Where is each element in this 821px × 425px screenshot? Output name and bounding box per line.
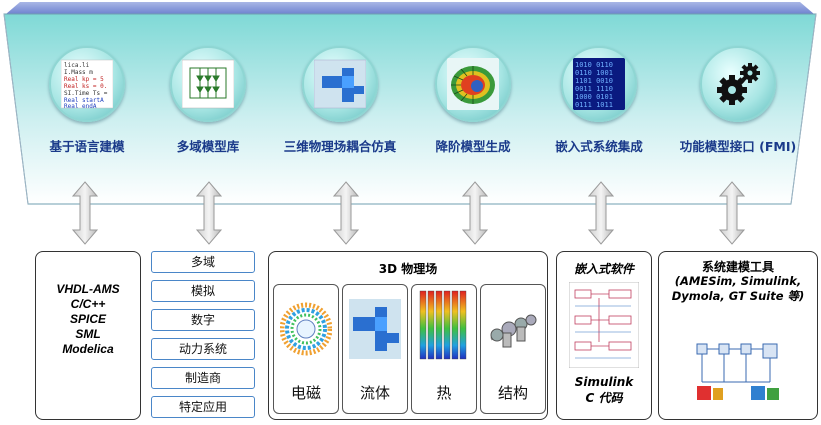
svg-text:0110 1001: 0110 1001 bbox=[575, 69, 613, 77]
field-label: 电磁 bbox=[290, 384, 321, 402]
domain-item: 特定应用 bbox=[151, 396, 255, 418]
feature-label: 基于语言建模 bbox=[49, 139, 125, 154]
gears-icon bbox=[717, 63, 760, 105]
domain-item: 数字 bbox=[151, 309, 255, 331]
language-item: SML bbox=[75, 327, 101, 341]
system-model-diagram-icon bbox=[689, 336, 787, 406]
field-label: 热 bbox=[436, 384, 452, 402]
embedded-foot-line1: Simulink bbox=[574, 375, 634, 389]
svg-text:Real startA: Real startA bbox=[64, 97, 104, 104]
field-thermal: 热 bbox=[411, 284, 477, 414]
feature-multidomain-library: 多域模型库 bbox=[143, 46, 273, 155]
domain-item: 制造商 bbox=[151, 367, 255, 389]
tools-list-line2: Dymola, GT Suite 等) bbox=[671, 289, 805, 303]
language-item: C/C++ bbox=[70, 297, 106, 311]
svg-text:SI.Time Ts =: SI.Time Ts = bbox=[64, 90, 108, 97]
domain-list: 多域 模拟 数字 动力系统 制造商 特定应用 bbox=[151, 251, 255, 425]
svg-text:Real ks = 0.: Real ks = 0. bbox=[64, 83, 107, 90]
crankshaft-icon bbox=[490, 314, 537, 348]
feature-embedded-integration: 1010 0110 0110 1001 1101 0010 0011 1110 … bbox=[534, 46, 664, 155]
double-arrow-icon bbox=[462, 181, 488, 245]
svg-text:I.Mass m: I.Mass m bbox=[64, 69, 93, 76]
double-arrow-icon bbox=[333, 181, 359, 245]
embedded-foot-line2: C 代码 bbox=[585, 391, 623, 405]
embedded-title: 嵌入式软件 bbox=[573, 262, 634, 276]
3d-physics-box: 3D 物理场 电磁 流体 bbox=[268, 251, 548, 420]
feature-label: 三维物理场耦合仿真 bbox=[283, 139, 397, 154]
svg-text:1000 0101: 1000 0101 bbox=[575, 93, 613, 101]
language-item: SPICE bbox=[69, 312, 106, 326]
circuit-schematic-icon bbox=[182, 59, 234, 109]
3d-physics-title: 3D 物理场 bbox=[378, 262, 438, 276]
domain-item: 模拟 bbox=[151, 280, 255, 302]
feature-label: 多域模型库 bbox=[176, 139, 240, 154]
field-fluid: 流体 bbox=[342, 284, 408, 414]
field-electromagnetic: 电磁 bbox=[273, 284, 339, 414]
system-modeling-tools-box: 系统建模工具 (AMESim, Simulink, Dymola, GT Sui… bbox=[658, 251, 818, 420]
svg-text:0011 1110: 0011 1110 bbox=[575, 85, 613, 93]
embedded-software-box: 嵌入式软件 Simulink C 代码 bbox=[556, 251, 652, 420]
double-arrow-icon bbox=[196, 181, 222, 245]
binary-code-icon: 1010 0110 0110 1001 1101 0010 0011 1110 … bbox=[573, 58, 625, 110]
double-arrow-icon bbox=[588, 181, 614, 245]
field-label: 结构 bbox=[497, 384, 528, 402]
turbine-blade-icon bbox=[447, 58, 499, 110]
double-arrow-icon bbox=[72, 181, 98, 245]
domain-item: 多域 bbox=[151, 251, 255, 273]
fluid-pipe-icon bbox=[349, 299, 401, 359]
tools-title: 系统建模工具 bbox=[701, 260, 774, 274]
svg-text:Real kp = 5: Real kp = 5 bbox=[64, 76, 104, 83]
simulink-diagram-icon bbox=[569, 282, 639, 368]
modeling-languages-box: VHDL-AMS C/C++ SPICE SML Modelica bbox=[35, 251, 141, 420]
tools-list-line1: (AMESim, Simulink, bbox=[674, 274, 802, 288]
thermal-heatsink-icon bbox=[419, 290, 467, 360]
field-label: 流体 bbox=[359, 384, 390, 402]
feature-label: 嵌入式系统集成 bbox=[555, 139, 643, 154]
svg-text:1010 0110: 1010 0110 bbox=[575, 61, 613, 69]
svg-text:lica.li: lica.li bbox=[64, 62, 90, 69]
electromagnetic-ring-icon bbox=[280, 302, 332, 356]
svg-text:1101 0010: 1101 0010 bbox=[575, 77, 613, 85]
svg-text:0111 1011: 0111 1011 bbox=[575, 101, 613, 109]
feature-label: 降阶模型生成 bbox=[435, 139, 511, 154]
feature-3d-multiphysics: 三维物理场耦合仿真 bbox=[275, 46, 405, 155]
3d-flow-pipe-icon bbox=[314, 59, 366, 109]
field-structural: 结构 bbox=[480, 284, 546, 414]
code-editor-icon: lica.li I.Mass m Real kp = 5 Real ks = 0… bbox=[61, 59, 113, 110]
feature-reduced-order-model: 降阶模型生成 bbox=[408, 46, 538, 155]
svg-text:Real endA: Real endA bbox=[64, 103, 97, 110]
domain-item: 动力系统 bbox=[151, 338, 255, 360]
double-arrow-icon bbox=[719, 181, 745, 245]
language-item: Modelica bbox=[62, 342, 114, 356]
feature-language-modeling: lica.li I.Mass m Real kp = 5 Real ks = 0… bbox=[22, 46, 152, 155]
feature-label: 功能模型接口 (FMI) bbox=[679, 139, 797, 154]
language-item: VHDL-AMS bbox=[56, 282, 120, 296]
feature-fmi-interface: 功能模型接口 (FMI) bbox=[673, 46, 803, 155]
